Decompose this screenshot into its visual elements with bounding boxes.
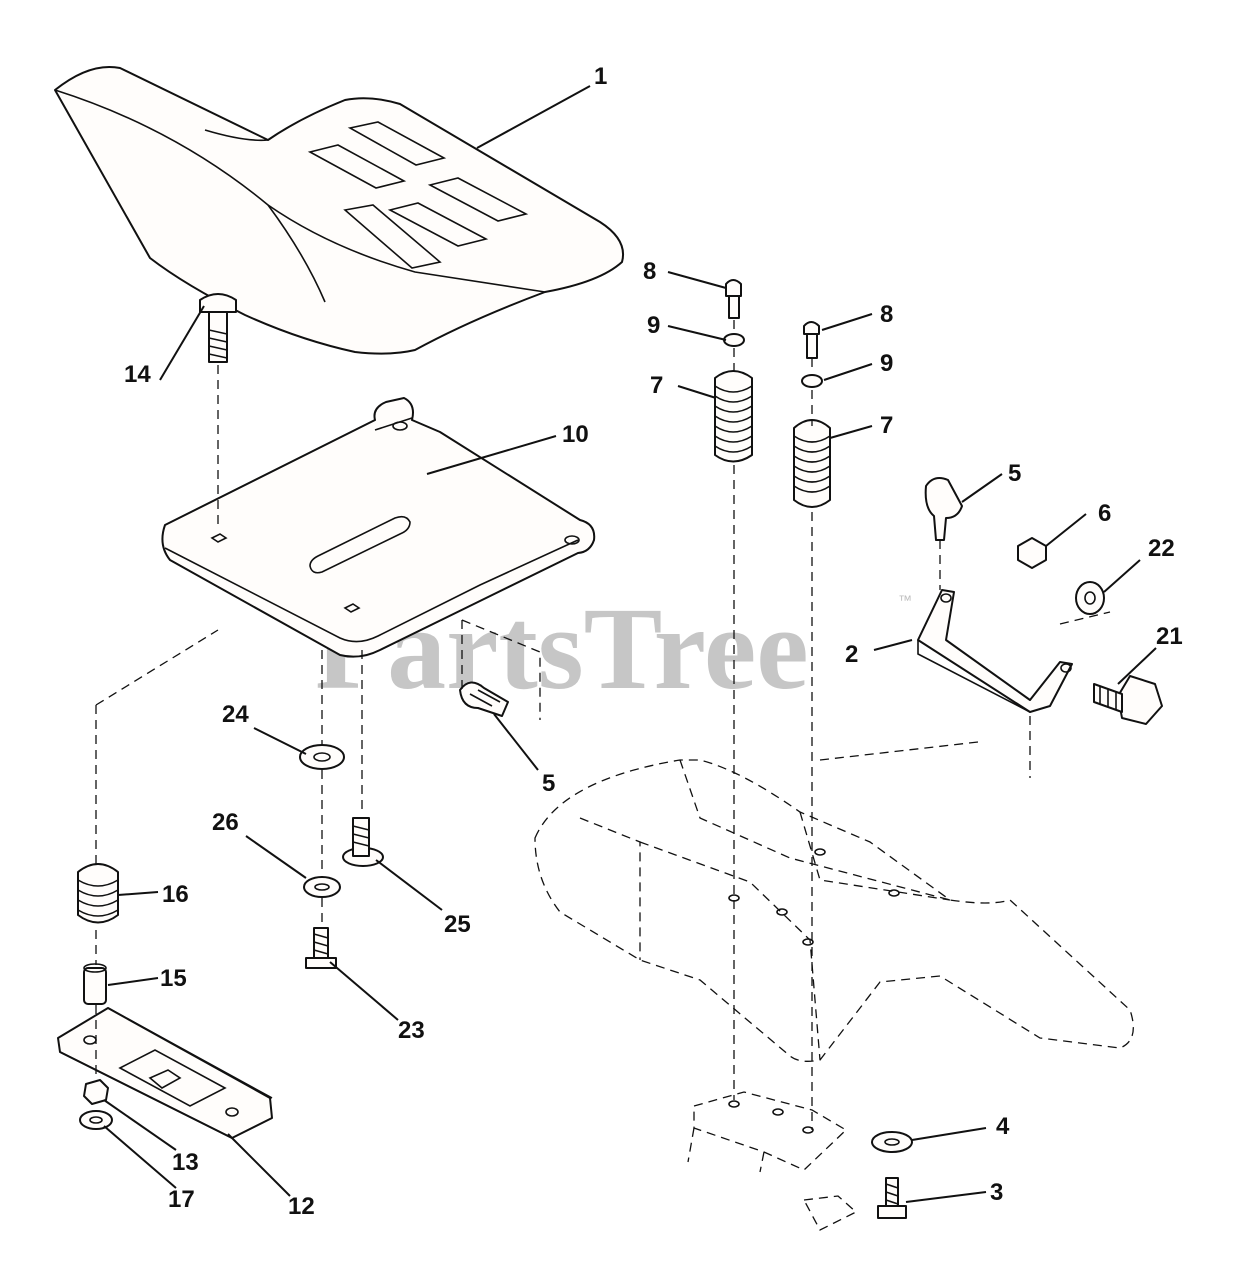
washer-4 [871,1131,913,1153]
callout-22: 22 [1148,535,1175,562]
callout-5-left: 5 [542,770,555,797]
latch-clip-left [459,619,541,720]
callout-21: 21 [1156,623,1183,650]
callout-4: 4 [996,1113,1010,1140]
seat [54,66,624,355]
washer-24 [299,744,345,770]
bolt-8-left [725,279,742,319]
callout-24: 24 [222,701,249,728]
nut-13 [83,1079,109,1105]
spring-7-left [714,370,753,463]
bolt-8-right [803,321,820,359]
callout-8-right: 8 [880,301,893,328]
spring-16 [77,863,119,924]
spring-7-right [793,419,831,508]
callout-17: 17 [168,1186,195,1213]
washer-26 [303,876,341,898]
tractor-frame [534,716,1134,1062]
callout-6: 6 [1098,500,1111,527]
callout-2: 2 [845,641,858,668]
callout-8-left: 8 [643,258,656,285]
lower-bracket [687,1091,858,1231]
washer-9-right [801,374,823,388]
callout-16: 16 [162,881,189,908]
seat-bracket-2 [917,589,1073,713]
callout-3: 3 [990,1179,1003,1206]
callout-23: 23 [398,1017,425,1044]
washer-17 [79,1110,113,1130]
callout-labels: 1 8 8 9 9 7 7 14 10 5 5 6 22 2 21 24 26 … [124,63,1183,1220]
callout-leaders [103,85,1157,1203]
seat-pan [161,397,596,658]
watermark-trademark: ™ [898,592,912,608]
callout-1: 1 [594,63,607,90]
washer-9-left [723,333,745,347]
spacer-22 [1075,581,1105,615]
callout-9-left: 9 [647,312,660,339]
callout-10: 10 [562,421,589,448]
bolt-3 [877,1177,907,1219]
assembly-lines [95,320,1111,1130]
callout-7-right: 7 [880,412,893,439]
shoulder-bolt-21 [1093,675,1163,725]
callout-14: 14 [124,361,151,388]
carriage-bolt [199,293,237,363]
callout-7-left: 7 [650,372,663,399]
bracket-plate-12 [57,1007,273,1139]
callout-12: 12 [288,1193,315,1220]
callout-5-right: 5 [1008,460,1021,487]
spacer-15 [83,963,107,1005]
nut-6 [1017,537,1047,569]
callout-13: 13 [172,1149,199,1176]
callout-9-right: 9 [880,350,893,377]
shoulder-bolt-25 [342,817,384,867]
latch-right [924,477,963,541]
callout-25: 25 [444,911,471,938]
callout-26: 26 [212,809,239,836]
callout-15: 15 [160,965,187,992]
